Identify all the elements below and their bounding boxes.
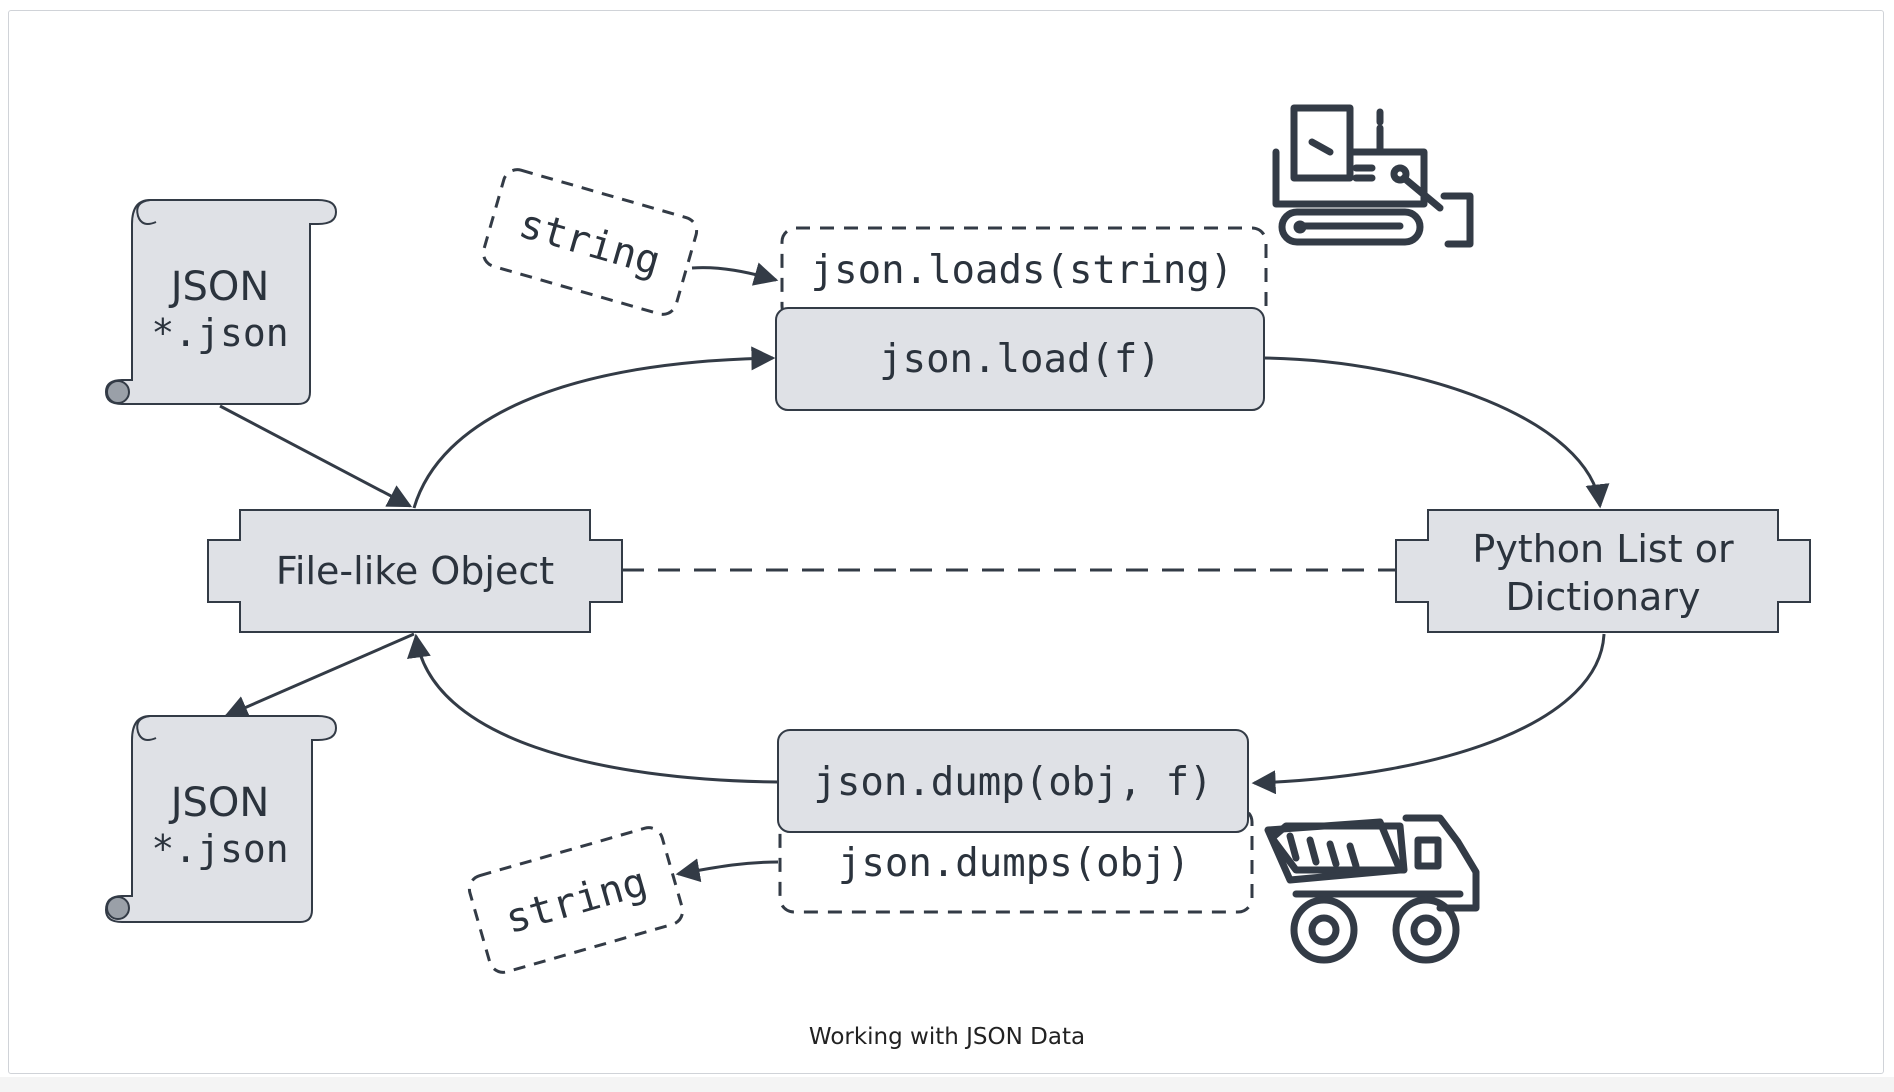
json-top-title: JSON [168, 264, 270, 310]
python-object-shape [1395, 509, 1811, 633]
load-box [775, 307, 1265, 411]
dumps-label: json.dumps(obj) [838, 841, 1190, 886]
json-top-ext: *.json [151, 311, 288, 355]
file-object-label: File-like Object [276, 549, 554, 593]
arrow-dumps-to-string [675, 858, 779, 883]
string-top-tag: string [481, 168, 699, 316]
arrow-file-to-load [412, 346, 776, 509]
dump-label: json.dump(obj, f) [813, 760, 1212, 805]
json-bottom-ext: *.json [151, 827, 288, 871]
arrow-load-to-python [1263, 356, 1610, 509]
file-object-shape [207, 509, 623, 633]
arrow-dump-to-file [407, 633, 779, 784]
arrow-json-to-file [219, 404, 413, 508]
python-label-line2: Dictionary [1506, 575, 1701, 619]
arrow-python-to-dump [1251, 633, 1606, 795]
loads-box [780, 226, 1268, 322]
string-bottom-tag: string [467, 826, 685, 974]
page-bottom-strip [0, 1077, 1894, 1092]
json-document-top: JSON *.json [104, 199, 338, 405]
loads-label: json.loads(string) [811, 248, 1234, 293]
json-bottom-title: JSON [168, 780, 270, 826]
figure-caption: Working with JSON Data [808, 1024, 1086, 1050]
bulldozer-icon [1272, 104, 1474, 248]
load-label: json.load(f) [879, 337, 1161, 382]
dump-truck-icon [1264, 814, 1480, 964]
python-label-line1: Python List or [1472, 527, 1734, 571]
arrow-file-to-json [223, 632, 415, 719]
arrow-string-to-loads [691, 262, 779, 286]
dump-box [777, 729, 1249, 833]
json-document-bottom: JSON *.json [104, 715, 338, 923]
